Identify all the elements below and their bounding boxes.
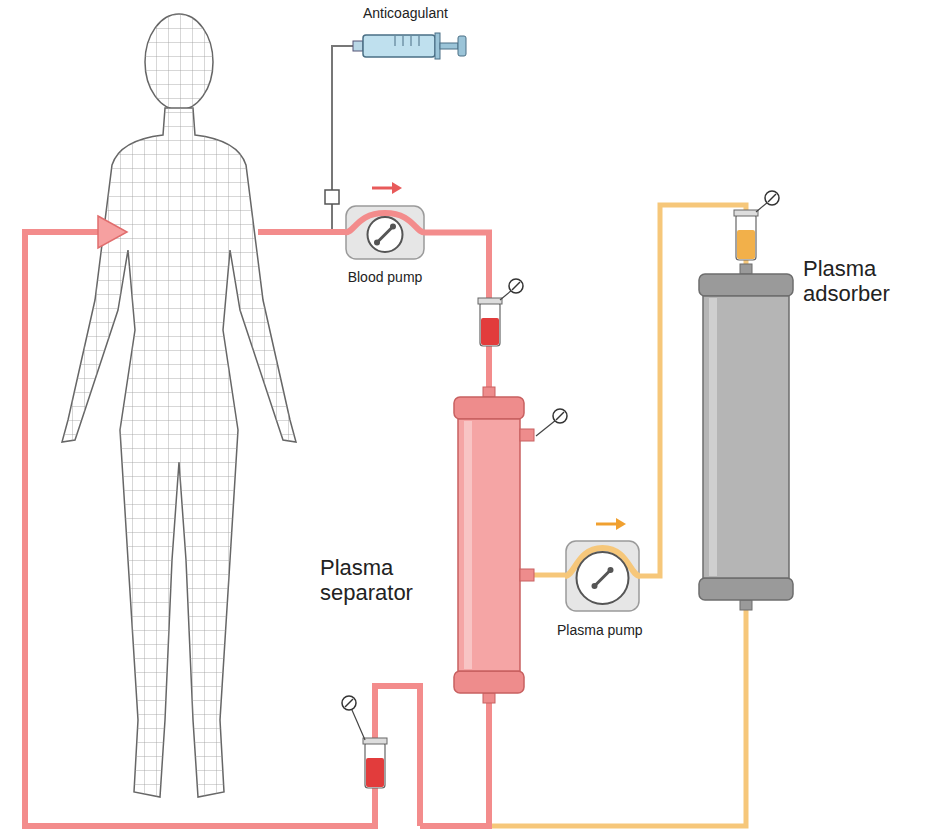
node-label: Plasma adsorber	[803, 256, 927, 307]
drip-chamber	[342, 696, 387, 788]
drip-chamber	[478, 279, 523, 346]
blood-pump: Blood pump	[345, 205, 425, 260]
shape-outline	[697, 272, 795, 602]
human-figure	[62, 14, 296, 797]
blood-line	[258, 229, 345, 235]
pressure-gauge	[536, 409, 567, 436]
flow-arrow	[596, 523, 618, 526]
connector-valve	[325, 190, 339, 204]
blood-return-line	[420, 695, 489, 826]
flow-arrow	[616, 518, 626, 530]
anticoagulant-syringe: Anticoagulant	[345, 33, 470, 59]
plasma-separator: Plasma separator	[452, 395, 526, 695]
shape-outline	[345, 33, 470, 59]
drip-chamber	[734, 191, 779, 260]
blood-return-line	[25, 232, 420, 826]
node-label: Plasma separator	[320, 555, 444, 606]
shape-outline	[565, 540, 640, 612]
plasma-adsorber: Plasma adsorber	[697, 272, 795, 602]
return-cannula	[98, 216, 127, 248]
node-label: Plasma pump	[557, 622, 643, 638]
flow-arrow	[372, 187, 394, 190]
shape-outline	[452, 395, 526, 695]
shape-outline	[345, 205, 425, 260]
flow-arrow	[392, 182, 402, 194]
plasma-pump: Plasma pump	[565, 540, 640, 612]
tube-connector	[534, 573, 565, 578]
node-label: Blood pump	[325, 269, 445, 285]
node-label: Anticoagulant	[363, 5, 448, 21]
